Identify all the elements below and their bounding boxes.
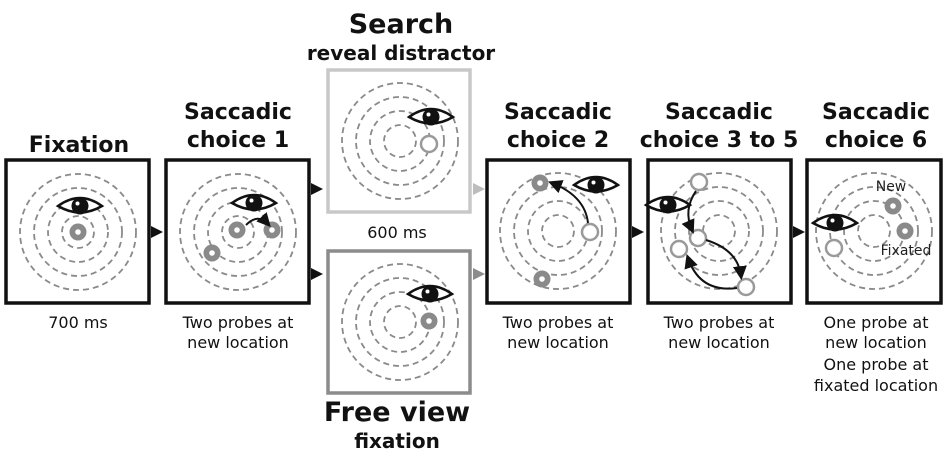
label-fixated: Fixated [881, 243, 932, 259]
choice6-title-line2: choice 6 [825, 128, 927, 153]
choice6-caption-line3: One probe at [824, 355, 929, 374]
probe-icon [884, 197, 902, 215]
panel-choice-1: Saccadic choice 1 Two probes at new loca… [164, 100, 311, 352]
choice3to5-title-line2: choice 3 to 5 [640, 128, 799, 153]
arrow-right-icon [311, 268, 323, 280]
choice2-title-line1: Saccadic [504, 100, 612, 125]
probe-icon [896, 222, 914, 240]
choice1-caption-line1: Two probes at [182, 313, 294, 332]
panel-choice-6: Saccadic choice 6 New Fixated One probe … [805, 100, 943, 395]
probe-open [669, 239, 689, 259]
arrow-right-icon [793, 226, 805, 238]
probe-icon [263, 221, 281, 239]
arrow-right-icon [151, 226, 163, 238]
choice1-title-line2: choice 1 [187, 128, 289, 153]
revealed-distractor-probe [419, 134, 439, 154]
choice1-caption-line2: new location [187, 333, 289, 352]
panel-free-view: Free view fixation [324, 249, 472, 453]
search-duration: 600 ms [367, 223, 427, 242]
freeview-frame [326, 249, 472, 395]
probe-icon [203, 244, 221, 262]
panel-fixation: Fixation 700 ms [4, 133, 151, 332]
probe-open [688, 228, 708, 248]
arrow-right-icon [473, 183, 485, 195]
choice2-caption-line1: Two probes at [502, 313, 614, 332]
search-title: Search [349, 9, 454, 40]
search-frame [326, 68, 472, 214]
probe-icon [531, 174, 549, 192]
choice3to5-frame [646, 158, 793, 305]
choice3to5-caption-line1: Two probes at [663, 313, 775, 332]
panel-choice-3-to-5: Saccadic choice 3 to 5 Two probes at new… [640, 100, 799, 352]
arrow-right-icon [473, 268, 485, 280]
arrow-right-icon [311, 183, 323, 195]
saccade-arrow [548, 180, 589, 224]
saccade-arrow [705, 239, 747, 281]
freeview-subtitle: fixation [354, 429, 440, 453]
choice6-caption-line2: new location [825, 333, 927, 352]
choice1-title-line1: Saccadic [184, 100, 292, 125]
probe-icon [420, 312, 438, 330]
panel-search: Search reveal distractor 600 ms [307, 9, 495, 242]
saccade-arrow [245, 212, 271, 228]
fixation-title: Fixation [29, 133, 129, 158]
arrow-right-icon [632, 226, 644, 238]
choice3to5-title-line1: Saccadic [665, 100, 773, 125]
fixation-point [69, 223, 87, 241]
choice6-caption-line4: fixated location [814, 376, 938, 395]
probe-icon [533, 270, 551, 288]
probe-open [736, 277, 756, 297]
choice2-title-line2: choice 2 [507, 128, 609, 153]
probe-icon [228, 221, 246, 239]
choice6-frame [805, 158, 943, 305]
panel-choice-2: Saccadic choice 2 Two probes at new loca… [485, 100, 632, 352]
choice6-caption-line1: One probe at [824, 313, 929, 332]
search-subtitle: reveal distractor [307, 41, 495, 65]
freeview-title: Free view [324, 397, 470, 428]
saccade-arrow [681, 190, 697, 234]
choice2-caption-line2: new location [507, 333, 609, 352]
choice6-title-line1: Saccadic [822, 100, 930, 125]
fixated-probe [824, 238, 844, 258]
choice3to5-caption-line2: new location [668, 333, 770, 352]
fixated-probe [580, 222, 600, 242]
fixation-duration: 700 ms [48, 313, 108, 332]
label-new: New [876, 179, 907, 195]
saccade-arrow [684, 254, 738, 290]
probe-open [689, 172, 709, 192]
